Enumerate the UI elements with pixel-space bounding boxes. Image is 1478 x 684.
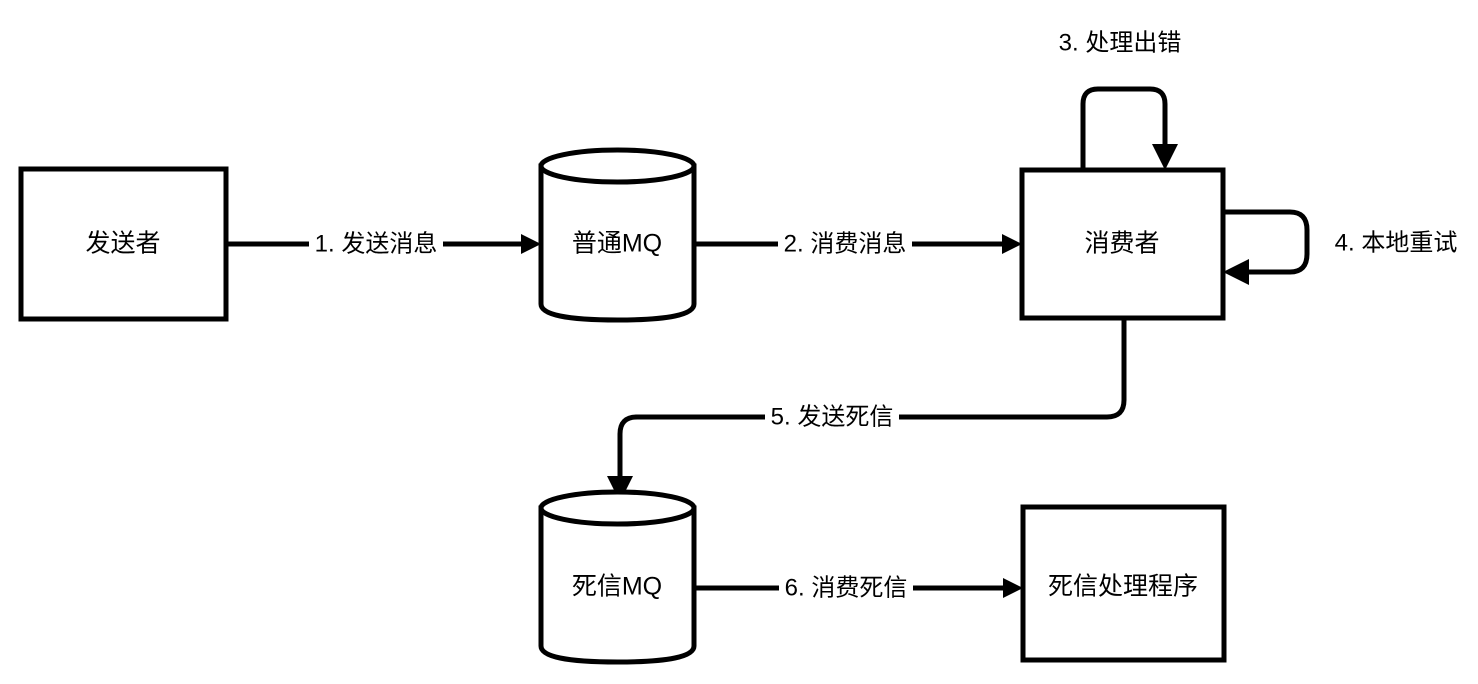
edge-3-processing-error-self-loop: 3. 处理出错 — [1059, 29, 1182, 170]
edge-5-arrowhead — [607, 476, 633, 502]
edge-3-label: 3. 处理出错 — [1059, 29, 1182, 56]
edge-5-label-bg — [765, 401, 899, 433]
edge-4-line — [1223, 209, 1310, 275]
edge-4-label: 4. 本地重试 — [1335, 229, 1458, 256]
node-normal-mq-label: 普通MQ — [572, 230, 662, 258]
edge-1-arrowhead — [521, 234, 541, 254]
node-consumer[interactable]: 消费者 — [1019, 167, 1226, 321]
node-dead-letter-mq[interactable]: 死信MQ — [538, 489, 697, 665]
edge-2-consume-message: 2. 消费消息 — [694, 229, 1022, 260]
node-normal-mq[interactable]: 普通MQ — [538, 147, 697, 323]
edge-2-label-bg — [778, 229, 912, 260]
edge-6-label-bg — [779, 573, 913, 604]
edge-6-consume-dead-letter: 6. 消费死信 — [694, 573, 1023, 604]
node-dead-letter-mq-body[interactable] — [538, 505, 697, 665]
node-dead-letter-mq-top-ellipse — [538, 489, 697, 527]
node-sender-label: 发送者 — [85, 230, 160, 258]
edge-6-arrowhead — [1003, 578, 1023, 598]
edge-2-arrowhead — [1002, 234, 1022, 254]
edge-5-send-dead-letter: 5. 发送死信 — [607, 318, 1127, 502]
node-dead-letter-handler[interactable]: 死信处理程序 — [1020, 504, 1227, 663]
edge-1-label-bg — [309, 229, 443, 260]
node-sender-rect[interactable] — [18, 166, 229, 322]
edge-1-label: 1. 发送消息 — [315, 230, 438, 257]
node-consumer-label: 消费者 — [1084, 230, 1159, 258]
node-consumer-rect[interactable] — [1019, 167, 1226, 321]
node-dead-letter-handler-rect[interactable] — [1020, 504, 1227, 663]
node-sender[interactable]: 发送者 — [18, 166, 229, 322]
node-dead-letter-mq-label: 死信MQ — [572, 573, 662, 601]
edge-5-label: 5. 发送死信 — [771, 403, 894, 430]
node-normal-mq-top-ellipse — [538, 147, 697, 185]
edge-4-local-retry-self-loop: 4. 本地重试 — [1223, 209, 1458, 285]
edge-1-send-message: 1. 发送消息 — [226, 229, 541, 260]
edge-6-label: 6. 消费死信 — [785, 574, 908, 601]
node-normal-mq-body[interactable] — [538, 163, 697, 323]
node-dead-letter-handler-label: 死信处理程序 — [1048, 573, 1198, 601]
edge-2-label: 2. 消费消息 — [784, 230, 907, 257]
edge-3-arrowhead — [1152, 144, 1178, 170]
edge-3-line — [1080, 86, 1168, 170]
edge-4-arrowhead — [1223, 259, 1249, 285]
